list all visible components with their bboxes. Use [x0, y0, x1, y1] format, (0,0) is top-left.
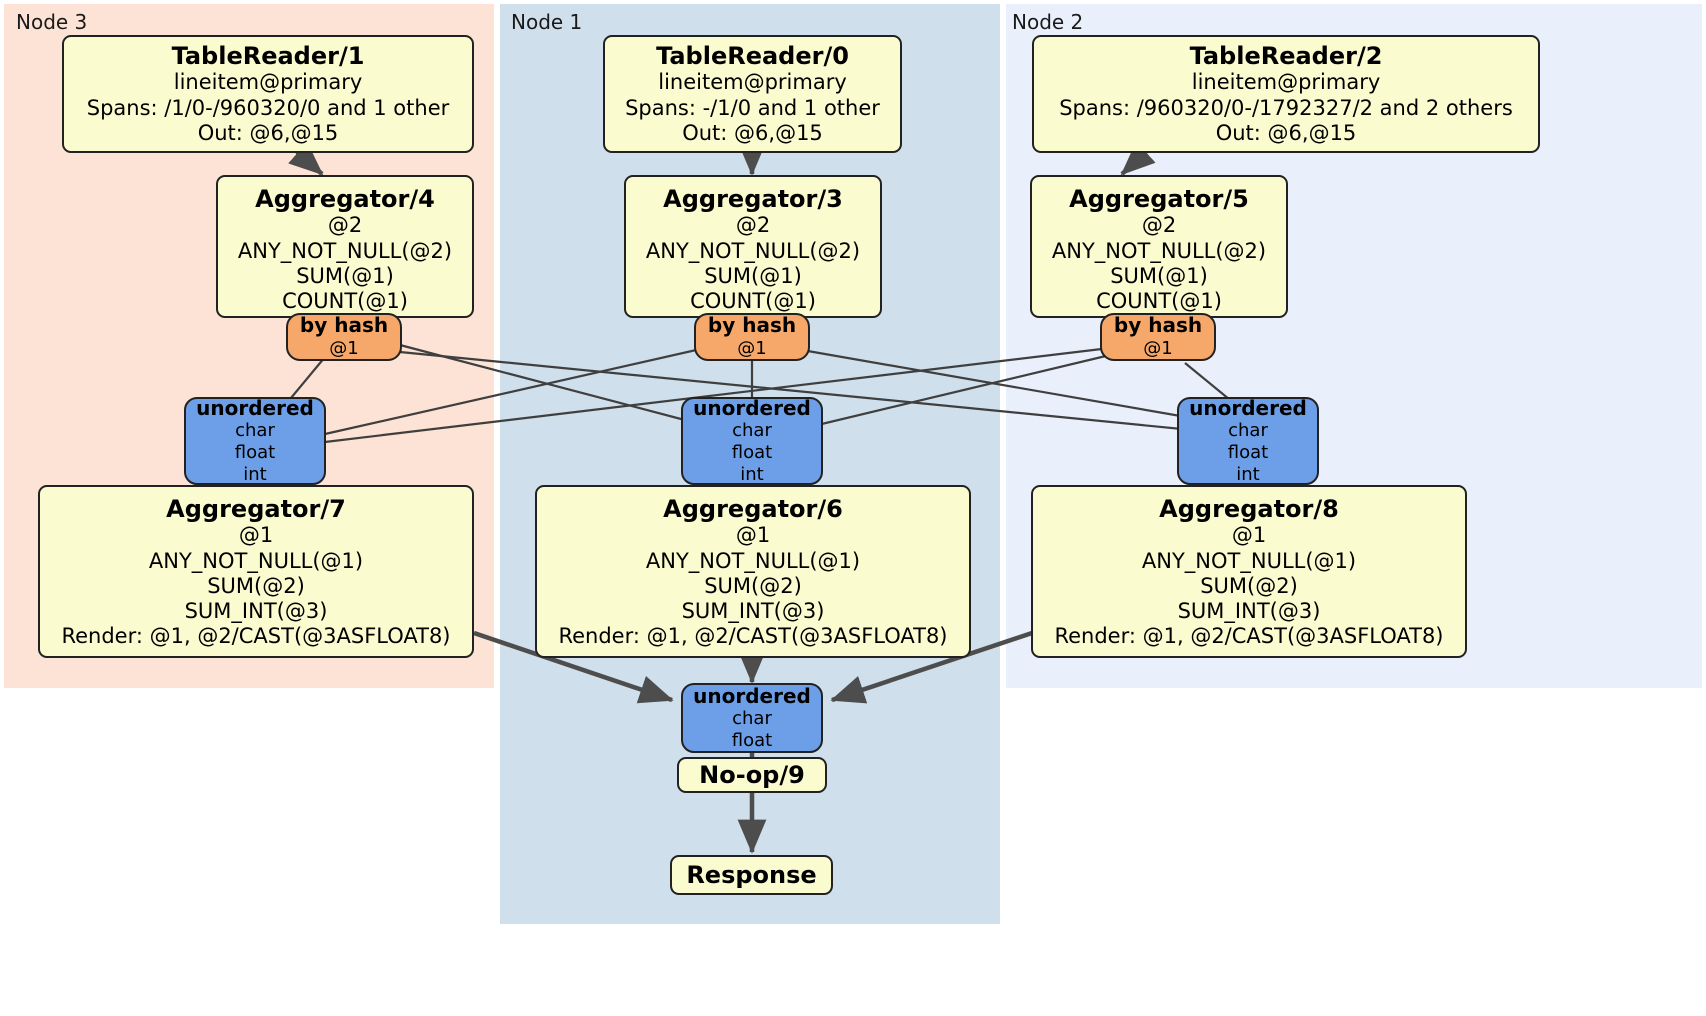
processor-aggregator-4[interactable]: Aggregator/4 @2 ANY_NOT_NULL(@2) SUM(@1)…: [216, 175, 474, 318]
processor-detail: ANY_NOT_NULL(@2): [645, 238, 861, 263]
router-detail: @1: [737, 338, 767, 359]
router-detail: char: [1228, 420, 1268, 442]
processor-detail: lineitem@primary: [173, 70, 363, 95]
processor-detail: ANY_NOT_NULL(@1): [148, 548, 364, 573]
router-unordered-final[interactable]: unordered char float: [681, 683, 823, 753]
processor-detail: ANY_NOT_NULL(@2): [237, 238, 453, 263]
router-title: unordered: [1189, 395, 1307, 420]
processor-table-reader-1[interactable]: TableReader/1 lineitem@primary Spans: /1…: [62, 35, 474, 153]
processor-title: Aggregator/7: [166, 495, 346, 523]
router-unordered-left[interactable]: unordered char float int: [184, 395, 326, 485]
processor-title: TableReader/1: [171, 42, 365, 71]
router-by-hash-center[interactable]: by hash @1: [694, 313, 810, 361]
router-detail: char: [732, 708, 772, 730]
processor-title: Aggregator/8: [1159, 495, 1339, 523]
processor-detail: @2: [1141, 213, 1177, 238]
processor-detail: Out: @6,@15: [1215, 120, 1357, 145]
processor-detail: COUNT(@1): [282, 288, 408, 313]
processor-detail: SUM(@1): [296, 263, 394, 288]
processor-aggregator-3[interactable]: Aggregator/3 @2 ANY_NOT_NULL(@2) SUM(@1)…: [624, 175, 882, 318]
processor-detail: Render: @1, @2/CAST(@3ASFLOAT8): [558, 624, 948, 649]
router-unordered-center[interactable]: unordered char float int: [681, 395, 823, 485]
processor-detail: Out: @6,@15: [682, 120, 823, 145]
panel-node-3-label: Node 3: [16, 10, 88, 34]
processor-detail: lineitem@primary: [1191, 70, 1381, 95]
processor-title: Aggregator/3: [663, 185, 843, 213]
router-detail: @1: [1143, 338, 1173, 359]
processor-detail: COUNT(@1): [690, 288, 816, 313]
processor-detail: @1: [735, 523, 771, 548]
processor-detail: Out: @6,@15: [197, 120, 339, 145]
processor-detail: lineitem@primary: [658, 70, 847, 95]
router-by-hash-right[interactable]: by hash @1: [1100, 313, 1216, 361]
processor-detail: @1: [238, 523, 274, 548]
router-unordered-right[interactable]: unordered char float int: [1177, 395, 1319, 485]
processor-title: Response: [686, 860, 817, 889]
processor-title: TableReader/0: [656, 42, 849, 71]
panel-node-1-label: Node 1: [511, 10, 583, 34]
processor-detail: SUM(@2): [207, 573, 305, 598]
router-title: unordered: [196, 395, 314, 420]
processor-aggregator-8[interactable]: Aggregator/8 @1 ANY_NOT_NULL(@1) SUM(@2)…: [1031, 485, 1467, 658]
processor-noop-9[interactable]: No-op/9: [677, 757, 827, 793]
router-by-hash-left[interactable]: by hash @1: [286, 313, 402, 361]
router-detail: int: [243, 463, 267, 485]
router-detail: int: [1236, 463, 1260, 485]
router-title: unordered: [693, 683, 811, 708]
processor-response[interactable]: Response: [670, 855, 833, 895]
processor-aggregator-5[interactable]: Aggregator/5 @2 ANY_NOT_NULL(@2) SUM(@1)…: [1030, 175, 1288, 318]
processor-detail: Spans: -/1/0 and 1 other: [625, 95, 880, 120]
router-title: by hash: [1113, 313, 1203, 338]
processor-aggregator-7[interactable]: Aggregator/7 @1 ANY_NOT_NULL(@1) SUM(@2)…: [38, 485, 474, 658]
processor-detail: Render: @1, @2/CAST(@3ASFLOAT8): [61, 624, 451, 649]
router-detail: int: [740, 463, 764, 485]
router-detail: @1: [329, 338, 359, 359]
processor-detail: @2: [327, 213, 363, 238]
processor-detail: ANY_NOT_NULL(@1): [645, 548, 861, 573]
processor-detail: SUM(@1): [704, 263, 802, 288]
processor-title: Aggregator/4: [255, 185, 435, 213]
processor-title: No-op/9: [699, 760, 805, 789]
processor-detail: Spans: /1/0-/960320/0 and 1 other: [86, 95, 450, 120]
processor-detail: SUM_INT(@3): [1177, 598, 1321, 623]
processor-title: Aggregator/5: [1069, 185, 1249, 213]
processor-detail: COUNT(@1): [1096, 288, 1222, 313]
processor-detail: Render: @1, @2/CAST(@3ASFLOAT8): [1054, 624, 1444, 649]
router-detail: float: [731, 729, 773, 751]
processor-aggregator-6[interactable]: Aggregator/6 @1 ANY_NOT_NULL(@1) SUM(@2)…: [535, 485, 971, 658]
router-title: unordered: [693, 395, 811, 420]
processor-detail: SUM(@2): [1200, 573, 1298, 598]
processor-title: TableReader/2: [1189, 42, 1383, 71]
processor-detail: Spans: /960320/0-/1792327/2 and 2 others: [1059, 95, 1513, 120]
processor-title: Aggregator/6: [663, 495, 843, 523]
router-detail: char: [732, 420, 772, 442]
processor-detail: SUM_INT(@3): [681, 598, 825, 623]
processor-detail: ANY_NOT_NULL(@2): [1051, 238, 1267, 263]
processor-table-reader-0[interactable]: TableReader/0 lineitem@primary Spans: -/…: [603, 35, 902, 153]
router-detail: float: [234, 442, 276, 463]
processor-detail: @2: [735, 213, 771, 238]
processor-detail: SUM_INT(@3): [184, 598, 328, 623]
processor-detail: @1: [1231, 523, 1267, 548]
processor-table-reader-2[interactable]: TableReader/2 lineitem@primary Spans: /9…: [1032, 35, 1540, 153]
processor-detail: ANY_NOT_NULL(@1): [1141, 548, 1357, 573]
router-title: by hash: [707, 313, 797, 338]
router-title: by hash: [299, 313, 389, 338]
router-detail: char: [235, 420, 275, 442]
router-detail: float: [1227, 442, 1269, 463]
processor-detail: SUM(@1): [1110, 263, 1208, 288]
panel-node-2-label: Node 2: [1012, 10, 1084, 34]
processor-detail: SUM(@2): [704, 573, 802, 598]
router-detail: float: [731, 442, 773, 463]
